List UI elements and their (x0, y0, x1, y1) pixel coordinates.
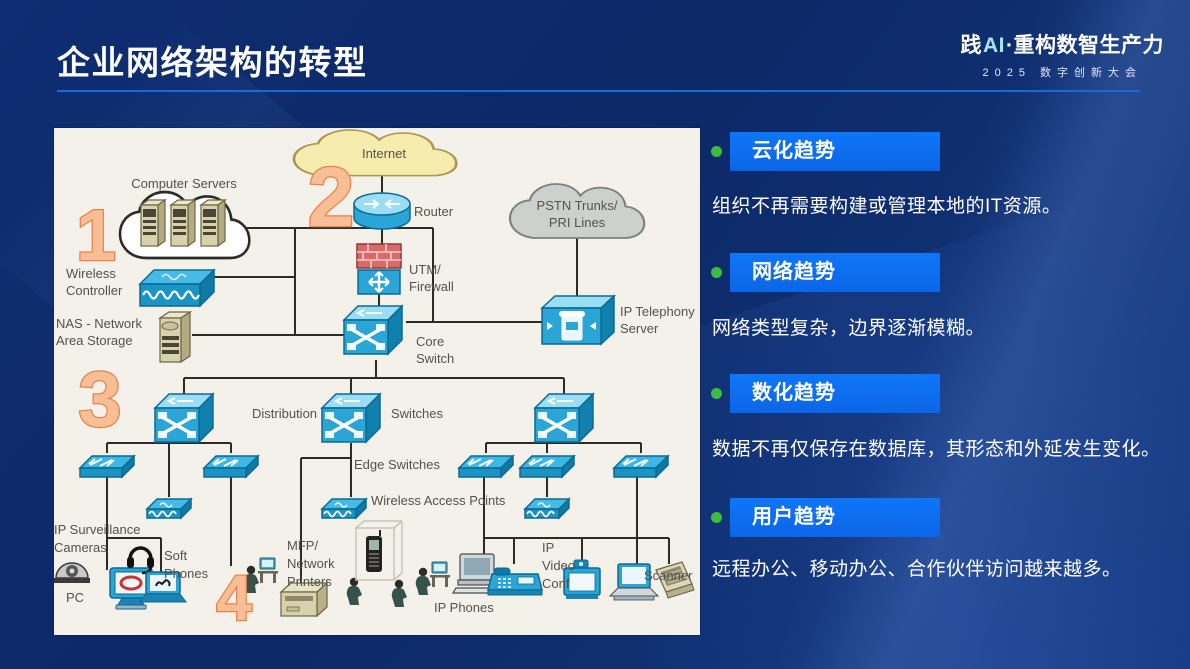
label-mfp: MFP/ (287, 538, 318, 553)
label-ip-telephony-server: Server (620, 321, 659, 336)
step-number-3: 3 (78, 355, 121, 443)
logo-text: ·重构数智生产力 (1006, 34, 1164, 57)
trend-desc-user: 远程办公、移动办公、合作伙伴访问越来越多。 (712, 559, 1122, 580)
surveillance-camera-icon (53, 562, 91, 584)
edge-switch-icon (613, 455, 669, 478)
label-computer-servers: Computer Servers (131, 176, 237, 191)
label-utm: UTM/ (409, 262, 441, 277)
trend-label-data: 数化趋势 (730, 374, 940, 413)
trend-bullet (711, 512, 722, 523)
label-edge-switches: Edge Switches (354, 457, 440, 472)
network-links (106, 175, 670, 583)
network-diagram-panel: Internet Computer Servers Router UTM/ Fi… (53, 128, 700, 635)
label-distribution: Distribution (252, 406, 317, 421)
nas-icon (159, 311, 191, 363)
trend-desc-cloud: 组织不再需要构建或管理本地的IT资源。 (712, 196, 1062, 217)
person-icon (415, 567, 431, 595)
label-nas-storage: Area Storage (56, 333, 133, 348)
server-icon (140, 199, 166, 247)
label-conf: Conf (542, 576, 570, 591)
label-ip-surveillance: IP Surveillance (54, 522, 140, 537)
edge-switch-icon (203, 455, 259, 478)
label-pstn: PSTN Trunks/ (537, 198, 618, 213)
trend-bullet (711, 146, 722, 157)
ip-telephony-server-icon (541, 295, 615, 345)
step-number-1: 1 (76, 196, 116, 276)
label-nas: NAS - Network (56, 316, 142, 331)
conference-logo: 践AI·重构数智生产力 2025 数字创新大会 (961, 29, 1165, 80)
wireless-controller-icon (138, 268, 216, 308)
label-video: Video (542, 558, 575, 573)
trend-desc-network: 网络类型复杂，边界逐渐模糊。 (712, 318, 986, 339)
label-ip: IP (542, 540, 554, 555)
core-switch-icon (342, 304, 404, 356)
distribution-switch-icon (533, 392, 595, 444)
wireless-access-point-icon (524, 498, 570, 519)
edge-switch-icon (79, 455, 135, 478)
server-icon (170, 199, 196, 247)
wireless-access-point-icon (321, 498, 367, 519)
workstation-icon (429, 561, 451, 588)
ip-phone-icon (487, 567, 543, 596)
mobile-phone-icon (355, 520, 403, 581)
trend-desc-data: 数据不再仅保存在数据库，其形态和外延发生变化。 (712, 439, 1161, 460)
step-number-4: 4 (216, 562, 252, 634)
label-ip-telephony: IP Telephony (620, 304, 695, 319)
label-switches: Switches (391, 406, 444, 421)
network-diagram: Internet Computer Servers Router UTM/ Fi… (53, 128, 695, 635)
title-underline (57, 90, 1140, 92)
label-scanner: Scanner (644, 568, 693, 583)
label-soft: Soft (164, 548, 188, 563)
edge-switch-icon (458, 455, 514, 478)
wireless-access-point-icon (146, 498, 192, 519)
logo-text: 践 (960, 34, 982, 57)
workstation-icon (257, 557, 279, 584)
distribution-switch-icon (153, 392, 215, 444)
firewall-icon (355, 242, 403, 296)
label-wireless-access-points: Wireless Access Points (371, 493, 506, 508)
label-cameras: Cameras (54, 540, 107, 555)
label-core-switch: Switch (416, 351, 454, 366)
server-icon (200, 199, 226, 247)
label-core: Core (416, 334, 444, 349)
label-router: Router (414, 204, 454, 219)
step-number-2: 2 (308, 150, 355, 244)
trend-bullet (711, 267, 722, 278)
label-internet: Internet (362, 146, 406, 161)
label-controller: Controller (66, 283, 123, 298)
trend-bullet (711, 388, 722, 399)
person-icon (391, 579, 407, 607)
router-icon (353, 192, 411, 230)
person-icon (346, 577, 362, 605)
logo-line1: 践AI·重构数智生产力 (961, 29, 1165, 59)
label-firewall: Firewall (409, 279, 454, 294)
edge-switch-icon (519, 455, 575, 478)
label-ip-phones: IP Phones (434, 600, 494, 615)
page-title: 企业网络架构的转型 (57, 44, 368, 81)
label-wireless: Wireless (66, 266, 116, 281)
distribution-switch-icon (320, 392, 382, 444)
label-network: Network (287, 556, 335, 571)
trend-label-cloud: 云化趋势 (730, 132, 940, 171)
logo-ai-mark: AI (983, 34, 1005, 57)
label-pc: PC (66, 590, 84, 605)
label-printers: Printers (287, 574, 332, 589)
logo-line2: 2025 数字创新大会 (982, 67, 1143, 79)
label-pri-lines: PRI Lines (549, 215, 606, 230)
trend-label-network: 网络趋势 (730, 253, 940, 292)
label-phones: Phones (164, 566, 209, 581)
trend-label-user: 用户趋势 (730, 498, 940, 537)
